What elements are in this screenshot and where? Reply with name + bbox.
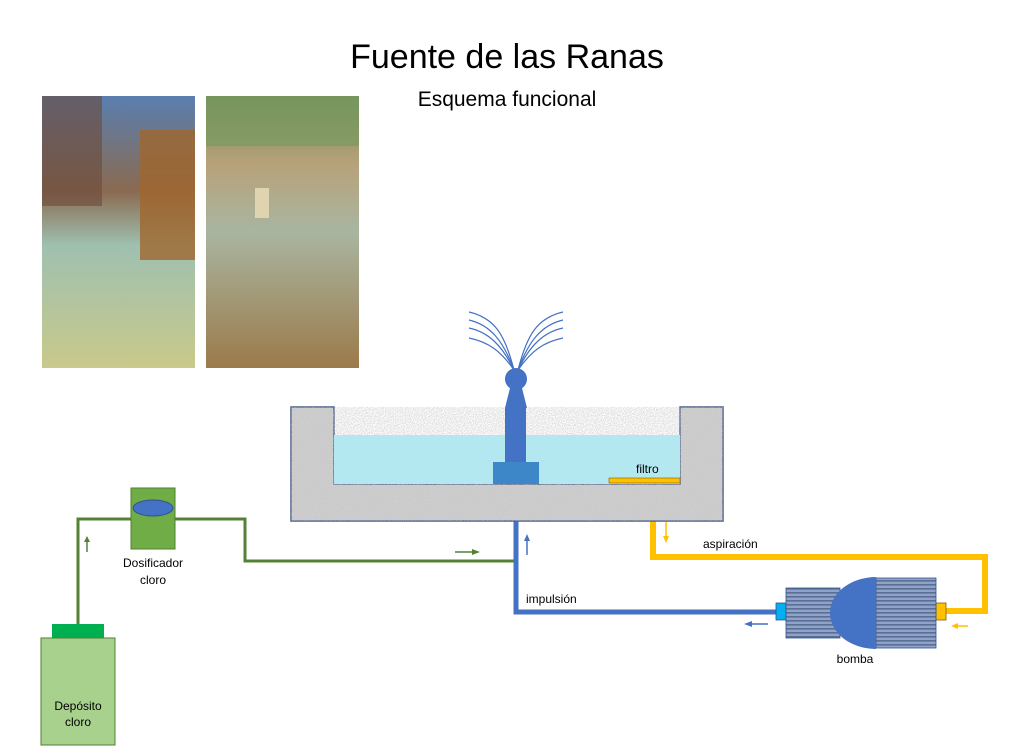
filter-label: filtro bbox=[636, 462, 659, 476]
pump-label: bomba bbox=[837, 652, 874, 666]
chlorine-doser bbox=[130, 487, 176, 550]
fountain-nozzle bbox=[468, 311, 564, 484]
subtitle: Esquema funcional bbox=[418, 88, 597, 111]
impulsion-label: impulsión bbox=[526, 592, 577, 606]
doser-label-2: cloro bbox=[140, 573, 166, 587]
filter bbox=[608, 477, 681, 484]
aspiration-label: aspiración bbox=[703, 537, 758, 551]
tank-label-2: cloro bbox=[65, 715, 91, 729]
pump bbox=[775, 577, 947, 649]
title: Fuente de las Ranas bbox=[350, 38, 664, 76]
doser-label-1: Dosificador bbox=[123, 556, 183, 570]
chlorine-tank bbox=[40, 624, 116, 746]
impulsion-pipe bbox=[513, 520, 776, 627]
tank-label-1: Depósito bbox=[54, 699, 102, 713]
fountain-photo-1 bbox=[42, 96, 195, 368]
chlorine-pipe bbox=[76, 517, 514, 624]
fountain-photo-2 bbox=[206, 96, 359, 368]
aspiration-pipe bbox=[650, 520, 988, 629]
